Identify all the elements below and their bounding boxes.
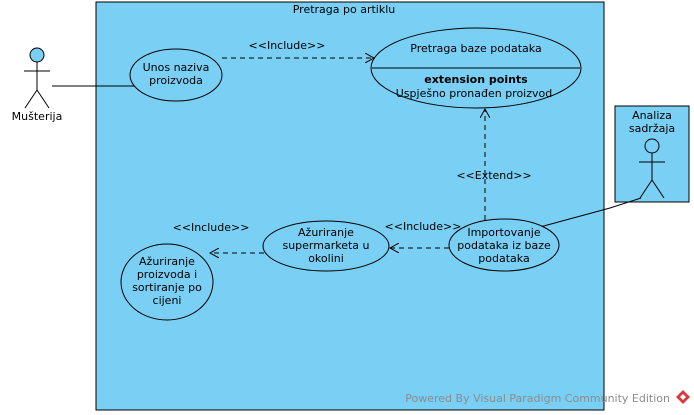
- actor-analyst-label-2: sadržaja: [629, 122, 675, 135]
- include-import-to-markets: <<Include>>: [385, 220, 462, 248]
- watermark-text: Powered By Visual Paradigm Community Edi…: [405, 392, 670, 405]
- use-case-db-search[interactable]: Pretraga baze podataka extension points …: [370, 27, 582, 109]
- use-case-import-line1: Importovanje: [467, 226, 541, 239]
- use-case-products-line2: proizvoda i: [137, 268, 197, 281]
- actor-customer[interactable]: Mušterija: [12, 47, 63, 123]
- use-case-update-markets[interactable]: Ažuriranje supermarketa u okolini: [262, 220, 390, 272]
- use-case-update-products[interactable]: Ažuriranje proizvoda i sortiranje po cij…: [120, 243, 214, 321]
- extension-point-found: Uspješno pronađen proizvod: [396, 87, 553, 100]
- actor-analyst-label-1: Analiza: [632, 109, 672, 122]
- association-analyst-import: [539, 197, 642, 228]
- system-title: Pretraga po artiklu: [293, 3, 396, 16]
- use-case-enter-name-line1: Unos naziva: [143, 61, 210, 74]
- use-case-enter-name-line2: proizvoda: [149, 74, 203, 87]
- use-case-markets-line2: supermarketa u: [282, 239, 369, 252]
- include-markets-to-products: <<Include>>: [173, 221, 264, 253]
- include-label-2: <<Include>>: [385, 220, 462, 233]
- use-case-products-line3: sortiranje po: [132, 281, 202, 294]
- include-enter-to-search: <<Include>>: [222, 39, 374, 58]
- use-case-import-line3: podataka: [478, 252, 529, 265]
- watermark: Powered By Visual Paradigm Community Edi…: [405, 390, 690, 405]
- use-case-products-line1: Ažuriranje: [139, 255, 195, 268]
- use-case-enter-name[interactable]: Unos naziva proizvoda: [129, 48, 223, 102]
- actor-customer-label: Mušterija: [12, 110, 63, 123]
- include-label-1: <<Include>>: [249, 39, 326, 52]
- use-case-import-data[interactable]: Importovanje podataka iz baze podataka: [448, 218, 560, 272]
- use-case-markets-line1: Ažuriranje: [298, 226, 354, 239]
- extend-label-1: <<Extend>>: [456, 169, 531, 182]
- use-case-db-search-title: Pretraga baze podataka: [410, 42, 541, 55]
- extension-points-header: extension points: [424, 73, 528, 86]
- extend-import-to-search: <<Extend>>: [456, 109, 532, 220]
- stick-figure-icon: [24, 47, 50, 109]
- use-case-products-line4: cijeni: [153, 294, 182, 307]
- actor-analyst[interactable]: Analiza sadržaja: [614, 105, 690, 203]
- include-label-3: <<Include>>: [173, 221, 250, 234]
- use-case-markets-line3: okolini: [308, 252, 344, 265]
- stick-figure-icon: [639, 138, 665, 199]
- use-case-import-line2: podataka iz baze: [457, 239, 551, 252]
- visual-paradigm-logo-icon: [676, 390, 690, 404]
